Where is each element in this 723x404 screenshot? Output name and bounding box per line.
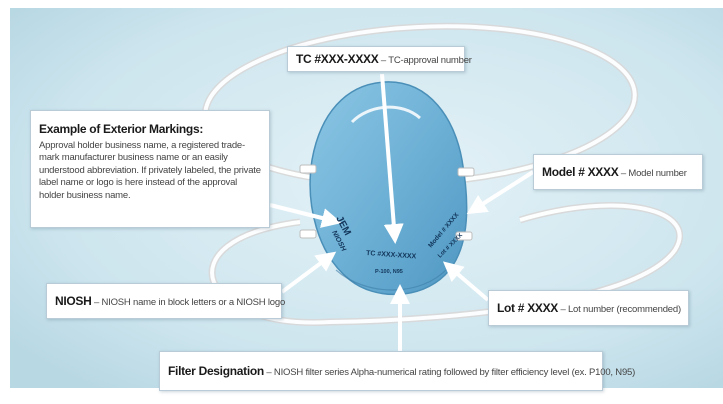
niosh-desc: – NIOSH name in block letters or a NIOSH… bbox=[92, 297, 286, 308]
model-desc: – Model number bbox=[618, 168, 686, 179]
filter-desc: – NIOSH filter series Alpha-numerical ra… bbox=[264, 367, 635, 378]
exterior-title: Example of Exterior Markings: bbox=[39, 123, 261, 137]
callout-filter-designation: Filter Designation – NIOSH filter series… bbox=[159, 351, 603, 391]
lot-label: Lot # XXXX bbox=[497, 301, 558, 315]
tc-desc: – TC-approval number bbox=[378, 55, 471, 66]
exterior-body: Approval holder business name, a registe… bbox=[39, 140, 261, 203]
callout-model-number: Model # XXXX – Model number bbox=[533, 154, 703, 190]
mask-body bbox=[310, 82, 467, 294]
callout-exterior-markings: Example of Exterior Markings: Approval h… bbox=[30, 110, 270, 228]
lot-desc: – Lot number (recommended) bbox=[558, 304, 681, 315]
mask-filter-text: P-100, N95 bbox=[375, 269, 403, 275]
callout-tc-approval: TC #XXX-XXXX – TC-approval number bbox=[287, 46, 465, 72]
niosh-label: NIOSH bbox=[55, 294, 92, 308]
callout-lot-number: Lot # XXXX – Lot number (recommended) bbox=[488, 290, 689, 326]
callout-niosh: NIOSH – NIOSH name in block letters or a… bbox=[46, 283, 282, 319]
model-label: Model # XXXX bbox=[542, 165, 618, 179]
filter-label: Filter Designation bbox=[168, 364, 264, 378]
tc-label: TC #XXX-XXXX bbox=[296, 52, 378, 66]
